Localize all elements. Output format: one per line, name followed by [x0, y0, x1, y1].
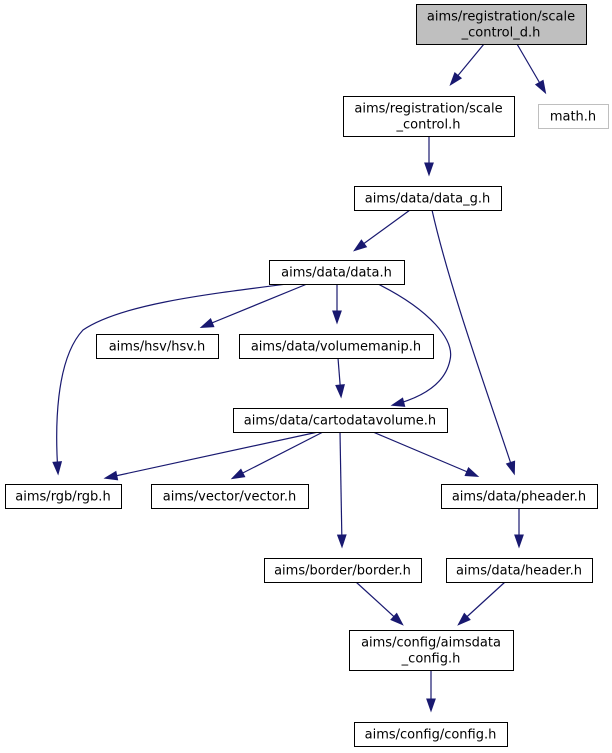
arrowhead-data_g-to-pheader — [505, 460, 516, 476]
node-box — [538, 104, 609, 129]
arrowhead-aimsdata_config-to-config — [426, 698, 436, 713]
arrowhead-cartodatavolume-to-rgb — [103, 470, 119, 481]
node-label: _control.h — [396, 118, 461, 133]
arrowhead-scale_control_d-to-scale_control — [449, 71, 463, 86]
node-header[interactable]: aims/data/header.h — [446, 558, 593, 583]
edge-data-to-cartodatavolume — [377, 283, 452, 406]
node-label: _control_d.h — [461, 26, 541, 41]
node-label: _config.h — [401, 652, 461, 667]
arrowhead-header-to-aimsdata_config — [457, 612, 471, 626]
node-box — [349, 630, 514, 671]
arrowhead-cartodatavolume-to-border — [336, 534, 347, 549]
node-pheader[interactable]: aims/data/pheader.h — [441, 484, 598, 509]
node-box — [233, 408, 448, 433]
arrowhead-scale_control-to-data_g — [424, 162, 434, 177]
node-math: math.h — [538, 104, 609, 129]
node-aimsdata-config[interactable]: aims/config/aimsdata_config.h — [349, 630, 514, 671]
node-box — [151, 484, 309, 509]
edge-data_g-to-pheader — [431, 209, 515, 474]
arrowhead-data-to-volumemanip — [332, 310, 342, 325]
node-box — [269, 260, 405, 285]
node-cartodatavolume[interactable]: aims/data/cartodatavolume.h — [233, 408, 448, 433]
node-label: aims/registration/scale — [354, 102, 502, 117]
node-data[interactable]: aims/data/data.h — [269, 260, 405, 285]
node-label: aims/data/volumemanip.h — [251, 340, 421, 355]
node-box — [354, 722, 508, 747]
node-box — [264, 558, 422, 583]
node-label: aims/vector/vector.h — [163, 490, 296, 505]
node-label: aims/config/aimsdata — [361, 636, 501, 651]
arrowhead-cartodatavolume-to-pheader — [464, 466, 480, 477]
node-label: aims/data/header.h — [456, 564, 582, 579]
node-label: aims/rgb/rgb.h — [15, 490, 110, 505]
node-label: aims/config/config.h — [365, 728, 497, 743]
node-box — [441, 484, 598, 509]
arrowhead-data-to-rgb — [52, 461, 63, 476]
nodes-layer: aims/registration/scale_control_d.haims/… — [5, 4, 609, 747]
node-box — [5, 484, 122, 509]
arrowhead-scale_control_d-to-math — [534, 79, 547, 95]
node-rgb[interactable]: aims/rgb/rgb.h — [5, 484, 122, 509]
node-vector[interactable]: aims/vector/vector.h — [151, 484, 309, 509]
edge-cartodatavolume-to-rgb — [105, 431, 319, 479]
edge-cartodatavolume-to-border — [339, 431, 343, 547]
node-label: aims/border/border.h — [274, 564, 411, 579]
node-box — [446, 558, 593, 583]
edge-cartodatavolume-to-pheader — [372, 431, 478, 477]
node-box — [343, 96, 515, 137]
node-label: aims/data/data.h — [281, 266, 392, 281]
node-border[interactable]: aims/border/border.h — [264, 558, 422, 583]
arrowhead-data-to-hsv — [199, 318, 215, 328]
edges-layer — [52, 43, 547, 713]
node-data-g[interactable]: aims/data/data_g.h — [354, 186, 502, 211]
node-label: aims/data/data_g.h — [365, 192, 490, 207]
node-box — [239, 334, 434, 359]
arrowhead-border-to-aimsdata_config — [390, 612, 404, 626]
node-label: aims/data/cartodatavolume.h — [244, 414, 436, 429]
arrowhead-data-to-cartodatavolume — [390, 397, 406, 407]
node-scale-control[interactable]: aims/registration/scale_control.h — [343, 96, 515, 137]
node-config[interactable]: aims/config/config.h — [354, 722, 508, 747]
arrowhead-pheader-to-header — [514, 534, 524, 549]
node-box — [416, 4, 587, 45]
node-hsv[interactable]: aims/hsv/hsv.h — [96, 334, 219, 359]
node-label: aims/data/pheader.h — [452, 490, 586, 505]
edge-cartodatavolume-to-vector — [232, 431, 324, 479]
node-label: aims/hsv/hsv.h — [109, 340, 206, 355]
node-label: math.h — [550, 110, 596, 125]
node-scale-control-d[interactable]: aims/registration/scale_control_d.h — [416, 4, 587, 45]
arrowhead-volumemanip-to-cartodatavolume — [335, 384, 345, 399]
node-box — [96, 334, 219, 359]
arrowhead-cartodatavolume-to-vector — [230, 468, 246, 480]
edge-data-to-rgb — [56, 283, 288, 474]
edge-data-to-hsv — [201, 283, 308, 328]
node-box — [354, 186, 502, 211]
node-label: aims/registration/scale — [427, 10, 575, 25]
arrowhead-data_g-to-data — [352, 239, 368, 252]
node-volumemanip[interactable]: aims/data/volumemanip.h — [239, 334, 434, 359]
